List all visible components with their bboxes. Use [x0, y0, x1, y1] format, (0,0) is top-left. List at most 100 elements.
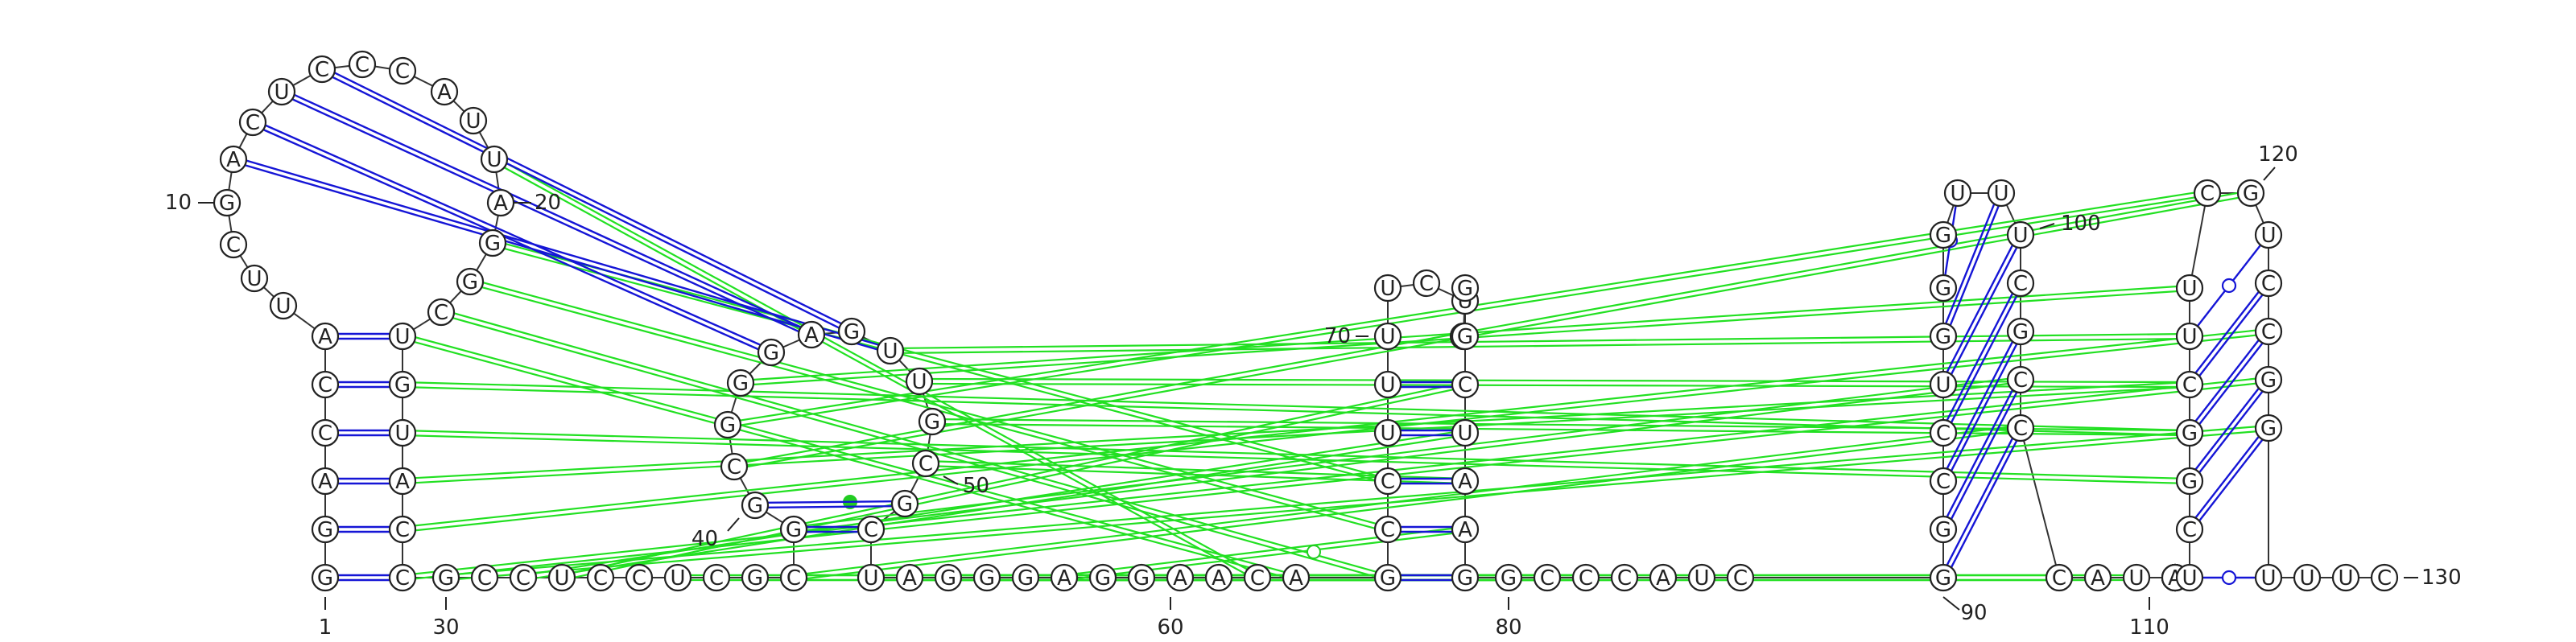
nucleotide: G — [918, 407, 947, 436]
nucleotide-circle — [2083, 563, 2112, 592]
nucleotide: U — [1373, 418, 1402, 447]
nucleotide: A — [1649, 563, 1678, 592]
base-pair-line — [291, 98, 799, 333]
position-number-label: 120 — [2258, 142, 2298, 167]
nucleotide: G — [713, 410, 742, 439]
pseudoknot-pair-line — [402, 385, 2190, 485]
nucleotide-circle — [388, 370, 417, 399]
nucleotide: G — [1929, 515, 1958, 544]
nucleotide-circle — [430, 77, 459, 106]
nucleotide-circle — [388, 467, 417, 496]
nucleotide-base-letter: A — [1656, 566, 1670, 591]
nucleotide-base-letter: G — [394, 373, 411, 397]
nucleotide-base-letter: U — [465, 109, 481, 134]
nucleotide-base-letter: C — [2261, 320, 2276, 344]
pseudoknot-pair-line — [445, 424, 2268, 577]
nucleotide: C — [1571, 563, 1600, 592]
nucleotide-circle — [2175, 370, 2204, 399]
nucleotide: U — [459, 106, 488, 135]
nucleotide: G — [431, 563, 460, 592]
nucleotide-circle — [1451, 563, 1480, 592]
nucleotide-circle — [895, 563, 924, 592]
nucleotide: A — [1166, 563, 1195, 592]
nucleotide: A — [219, 145, 248, 174]
nucleotide-circle — [388, 418, 417, 447]
nucleotide-base-letter: G — [2182, 422, 2198, 446]
nucleotide: C — [779, 563, 808, 592]
nucleotide-circle — [857, 515, 886, 544]
backbone-segment — [2020, 427, 2060, 578]
nucleotide: G — [1451, 322, 1480, 351]
nucleotide-base-letter: C — [632, 566, 646, 591]
nucleotide: C — [311, 418, 340, 447]
nucleotide-base-letter: C — [395, 60, 410, 84]
pseudoknot-layer — [401, 156, 2269, 582]
nucleotide-base-letter: A — [395, 470, 410, 494]
nucleotide-base-letter: U — [2128, 566, 2144, 591]
pseudoknot-pair-line — [470, 278, 1389, 529]
nucleotide: G — [311, 563, 340, 592]
nucleotide-base-letter: A — [493, 191, 508, 216]
nucleotide: U — [240, 264, 269, 293]
nucleotide-circle — [779, 515, 808, 544]
nucleotide-circle — [1929, 370, 1958, 399]
nucleotide-base-letter: A — [1212, 566, 1226, 591]
nucleotide-base-letter: U — [274, 80, 289, 105]
nucleotide-circle — [456, 267, 485, 296]
nucleotide-base-letter: G — [897, 492, 913, 516]
base-pair-line — [1949, 205, 2000, 326]
nucleotide-circle — [2175, 467, 2204, 496]
nucleotide-circle — [308, 55, 336, 84]
nucleotide: C — [2175, 370, 2204, 399]
nucleotide: U — [267, 77, 296, 106]
nucleotide-base-letter: A — [902, 566, 917, 591]
position-number-label: 10 — [165, 191, 192, 215]
nucleotide-circle — [2331, 563, 2360, 592]
nucleotide-circle — [431, 563, 460, 592]
nucleotide-circle — [388, 56, 417, 85]
nucleotide: C — [238, 108, 267, 137]
nucleotide-base-letter: C — [1381, 518, 1395, 542]
nucleotide-circle — [2006, 317, 2035, 346]
nucleotide: A — [2083, 563, 2112, 592]
nucleotide-circle — [1929, 563, 1958, 592]
nucleotide-circle — [779, 563, 808, 592]
nucleotide-base-letter: G — [317, 566, 333, 591]
position-number-label: 40 — [691, 527, 718, 551]
nucleotide-circle — [905, 367, 934, 396]
nucleotide-base-letter: U — [882, 340, 898, 364]
nucleotide-base-letter: U — [1380, 277, 1395, 301]
nucleotide-base-letter: A — [318, 470, 332, 494]
nucleotide: A — [797, 320, 826, 349]
nucleotide-base-letter: A — [226, 148, 241, 172]
nucleotide-circle — [2236, 179, 2265, 208]
nucleotide-circle — [2175, 563, 2204, 592]
nucleotide-base-letter: G — [1501, 566, 1517, 591]
nucleotide-circle — [741, 491, 770, 520]
nucleotide: G — [837, 317, 866, 346]
nucleotide-base-letter: U — [2260, 566, 2276, 591]
nucleotide: U — [2175, 563, 2204, 592]
base-pair-line — [262, 129, 759, 351]
nucleotide-circle — [890, 489, 919, 518]
nucleotide-circle — [1943, 179, 1972, 208]
base-pair-line — [768, 504, 893, 509]
position-number-label: 110 — [2129, 615, 2169, 640]
nucleotide-circle — [1451, 515, 1480, 544]
pseudoknot-pair-line — [794, 429, 2021, 582]
pseudoknot-pair-line — [931, 422, 2190, 437]
nucleotide-circle — [388, 563, 417, 592]
nucleotide-base-letter: G — [1457, 325, 1473, 349]
nucleotide-circle — [219, 230, 248, 259]
nucleotide-circle — [857, 563, 886, 592]
nucleotide-base-letter: G — [438, 566, 454, 591]
nucleotide-circle — [1571, 563, 1600, 592]
nucleotide-circle — [1204, 563, 1233, 592]
nucleotide: C — [586, 563, 615, 592]
pseudoknot-pair-line — [734, 194, 2252, 471]
nucleotide: A — [1050, 563, 1079, 592]
nucleotide: G — [757, 338, 786, 367]
nucleotide-base-letter: C — [1936, 470, 1951, 494]
nucleotide-base-letter: G — [1018, 566, 1034, 591]
